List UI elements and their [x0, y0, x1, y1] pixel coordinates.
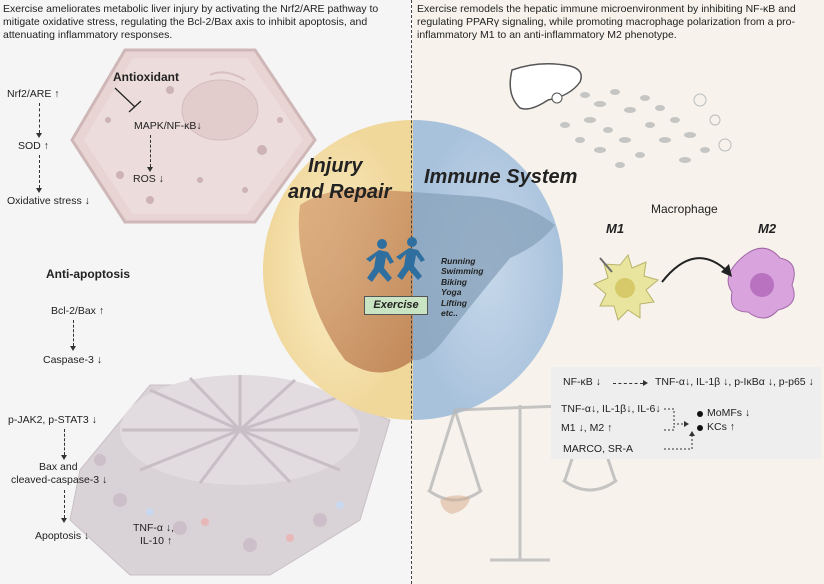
liver-shape — [298, 189, 413, 373]
bax-label-line1: Bax and — [39, 461, 78, 473]
kcs-bullet — [697, 425, 703, 431]
nrf2-label: Nrf2/ARE ↑ — [7, 88, 60, 100]
immune-system-title: Immune System — [424, 166, 578, 188]
polarization-arrow — [661, 257, 729, 283]
sod-to-oxidative-arrow — [36, 155, 42, 193]
il10-label: IL-10 ↑ — [140, 535, 173, 547]
inhibition-arrow — [114, 87, 142, 113]
tnf-label: TNF-α ↓, — [133, 522, 175, 534]
bax-label-line2: cleaved-caspase-3 ↓ — [11, 474, 108, 486]
apoptosis-label: Apoptosis ↓ — [35, 530, 90, 542]
ros-label: ROS ↓ — [133, 173, 164, 185]
bax-to-apoptosis-arrow — [61, 490, 67, 523]
momfs-label: MoMFs ↓ — [707, 407, 751, 419]
liver-icon-outline — [509, 63, 582, 110]
left-intro-text: Exercise ameliorates metabolic liver inj… — [3, 3, 379, 41]
jak-to-bax-arrow — [61, 429, 67, 460]
nfkb-arrow — [613, 380, 648, 386]
right-intro-text: Exercise remodels the hepatic immune mic… — [417, 3, 796, 41]
bcl2-to-caspase-arrow — [70, 320, 76, 351]
momfs-bullet — [697, 411, 703, 417]
converging-arrows — [664, 408, 695, 450]
m2-label: M2 — [758, 221, 777, 236]
m1m2-label: M1 ↓, M2 ↑ — [561, 422, 613, 434]
activity-item: Lifting — [441, 297, 467, 308]
kcs-label: KCs ↑ — [707, 421, 736, 433]
injury-title-line2: and Repair — [288, 181, 392, 203]
immune-signaling-box — [551, 367, 821, 459]
injury-title-line1: Injury — [308, 155, 363, 177]
mapk-to-ros-arrow — [147, 135, 153, 172]
m2-macrophage-cell — [727, 247, 795, 319]
liver-lobule-block — [69, 375, 391, 576]
oxidative-stress-label: Oxidative stress ↓ — [7, 195, 90, 207]
sod-label: SOD ↑ — [18, 140, 49, 152]
center-divider — [411, 0, 412, 584]
bcl2-label: Bcl-2/Bax ↑ — [51, 305, 105, 317]
exercise-label: Exercise — [364, 296, 428, 315]
macrophage-title: Macrophage — [651, 202, 718, 216]
activity-item: Biking — [441, 276, 467, 287]
m1-label: M1 — [606, 221, 625, 236]
marco-label: MARCO, SR-A — [563, 443, 634, 455]
activity-list: Running Swimming Biking Yoga Lifting etc… — [441, 256, 484, 318]
cytokines-label: TNF-α↓, IL-1β↓, IL-6↓ — [561, 403, 661, 415]
activity-item: Swimming — [441, 266, 484, 277]
anti-apoptosis-title: Anti-apoptosis — [46, 267, 130, 281]
antioxidant-title: Antioxidant — [113, 70, 179, 84]
runners-icon — [366, 237, 425, 282]
caspase3-label: Caspase-3 ↓ — [43, 354, 102, 366]
jak-stat-label: p-JAK2, p-STAT3 ↓ — [8, 414, 97, 426]
nfkb-label: NF-κB ↓ — [563, 376, 601, 388]
nrf2-to-sod-arrow — [36, 103, 42, 138]
m1-macrophage-cell — [593, 253, 660, 321]
nfkb-targets-label: TNF-α↓, IL-1β ↓, p-IκBα ↓, p-p65 ↓ — [655, 376, 814, 388]
activity-item: Yoga — [441, 287, 462, 298]
mapk-label: MAPK/NF-κB↓ — [134, 120, 202, 132]
activity-item: etc.. — [441, 308, 459, 319]
activity-item: Running — [441, 256, 476, 266]
